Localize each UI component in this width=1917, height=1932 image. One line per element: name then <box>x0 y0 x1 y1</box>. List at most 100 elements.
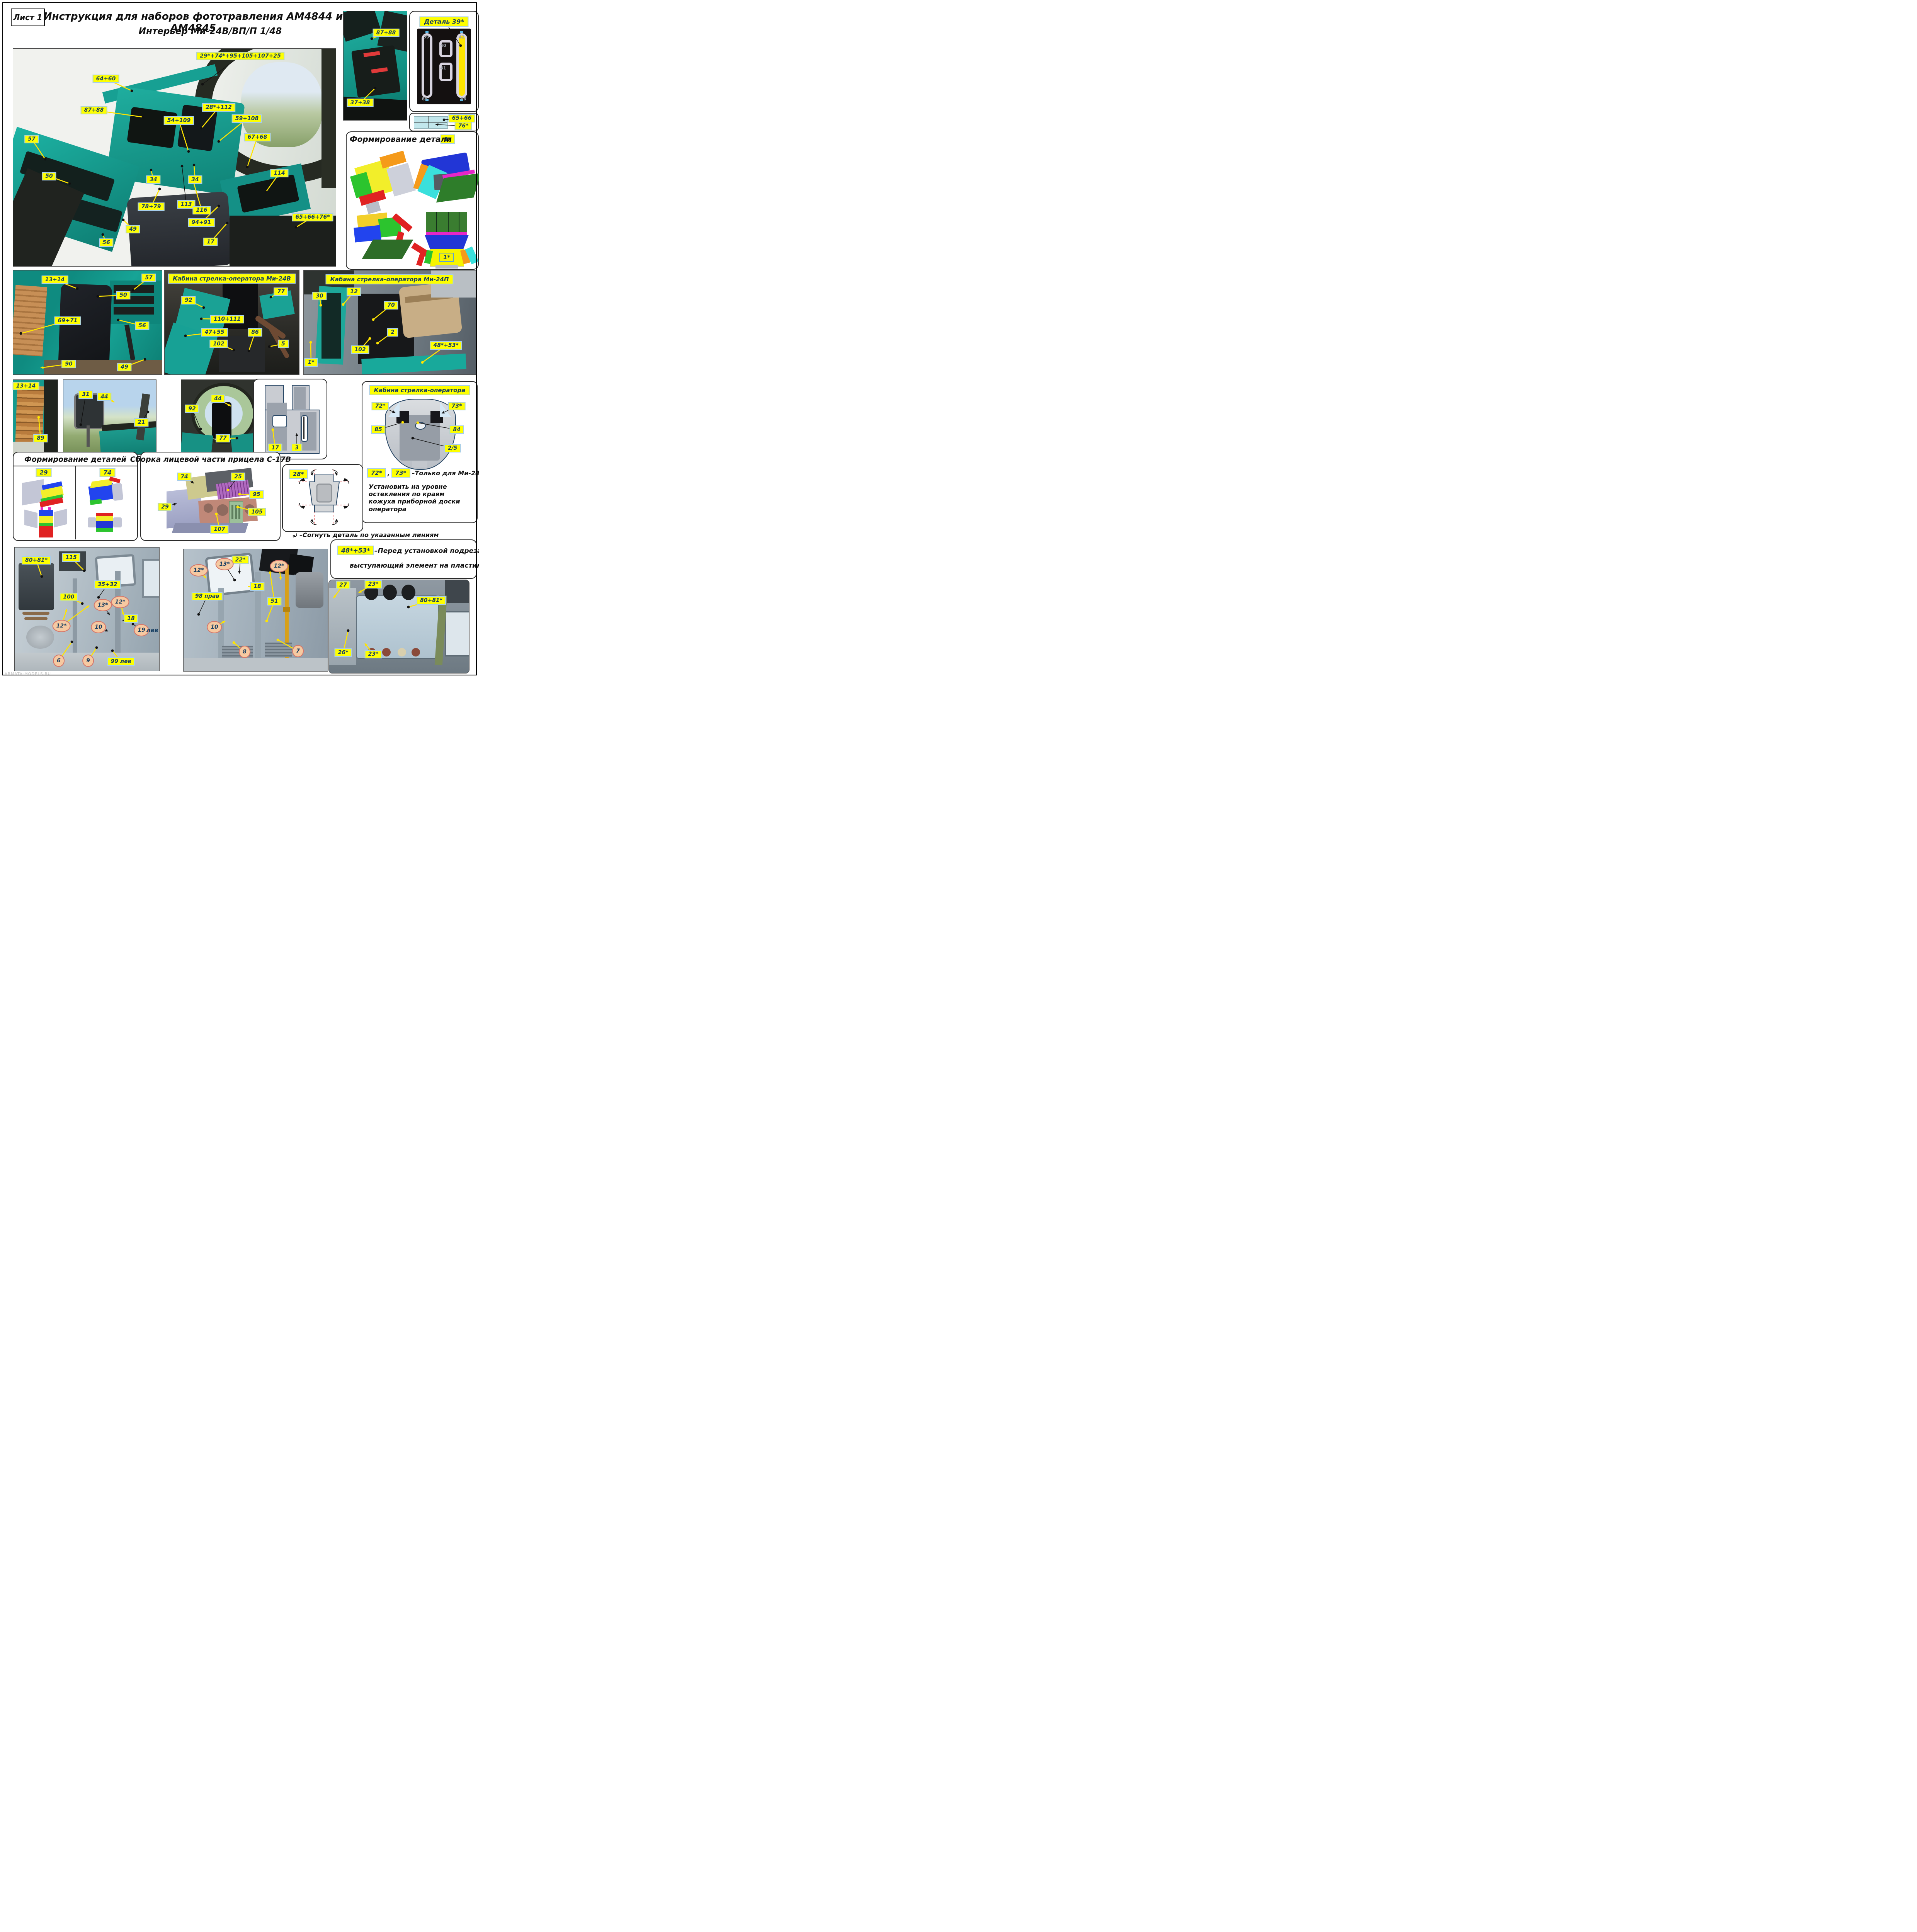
callout-label: 34 <box>188 175 202 184</box>
panel-title-gunner: Кабина стрелка-оператора <box>369 385 470 395</box>
callout-ellipse: 13* <box>215 558 234 570</box>
callout-label: 84 <box>449 425 464 434</box>
decor <box>460 31 463 33</box>
callout-label: 100 <box>60 593 78 601</box>
decor <box>217 504 228 516</box>
callout-label: 25 <box>231 473 245 481</box>
callout-label: 23* <box>364 580 382 588</box>
decor <box>425 235 469 249</box>
decor <box>13 285 48 357</box>
decor <box>19 563 54 610</box>
decor <box>448 212 449 232</box>
callout-label: 23* <box>364 650 382 658</box>
callout-label: 51 <box>267 597 282 605</box>
decor <box>425 31 429 33</box>
decor <box>127 107 178 148</box>
callout-label: 77 <box>216 434 230 442</box>
decor <box>283 607 290 612</box>
callout-ellipse: 7 <box>292 645 304 657</box>
sheet-title-line2: Интерьер Ми-24В/ВП/П 1/48 <box>138 26 282 36</box>
callout-label: 13+14 <box>41 276 68 284</box>
callout-label: 89 <box>33 434 48 442</box>
decor <box>285 565 289 666</box>
decor <box>296 572 323 608</box>
panel-title-detail39: Деталь 39* <box>419 16 469 27</box>
callout-label: 73* <box>448 402 466 410</box>
decor <box>303 417 304 439</box>
decor <box>382 648 391 656</box>
watermark: ARMATA-MODELS.RU <box>5 672 51 676</box>
decor <box>398 648 406 656</box>
decor <box>114 307 154 315</box>
callout-label: 77 <box>274 287 288 296</box>
callout-label: 76* <box>454 122 472 130</box>
callout-label: 59+108 <box>231 114 262 123</box>
panel-forming-parts: Формирование деталей 29 74 <box>13 452 138 541</box>
decor <box>460 99 463 101</box>
decor <box>99 427 156 454</box>
callout-label: 102 <box>351 345 369 354</box>
note-comma: , <box>387 469 390 477</box>
decor <box>383 585 397 600</box>
callout-label: 12 <box>347 287 361 296</box>
decor <box>26 626 54 649</box>
panel-forming-part1: Формирование детали 1* 1* <box>346 131 479 270</box>
callout-label: 56 <box>99 238 114 247</box>
gunner-note: 72* , 73* –Только для Ми-24П <box>367 468 479 478</box>
decor <box>430 249 464 267</box>
callout-label: 95 <box>249 490 264 499</box>
bend-note: ↷ –Согнуть деталь по указанным линиям <box>289 530 439 540</box>
photo-background <box>13 270 162 375</box>
decor <box>424 36 430 96</box>
callout-label: 115 <box>62 553 80 562</box>
part-badge-1: 1* <box>440 134 456 144</box>
panel-cut-note: 48*+53* –Перед установкой подрезать выст… <box>330 539 479 579</box>
callout-label: 31 <box>78 390 93 399</box>
bend-note-text: –Согнуть деталь по указанным линиям <box>299 531 439 539</box>
callout-label: 29*+74*+95+105+107+25 <box>196 52 284 60</box>
decor <box>436 212 437 232</box>
callout-label: 94+91 <box>188 218 215 227</box>
decor <box>362 240 413 259</box>
fret-number: 42 <box>459 34 465 40</box>
decor <box>142 559 159 598</box>
note-only-mi24p: –Только для Ми-24П <box>412 469 479 477</box>
decor <box>344 11 381 42</box>
part-badge-29: 29 <box>36 468 52 477</box>
photo-background <box>14 547 160 671</box>
callout-label: 3 <box>291 444 302 452</box>
callout-ellipse: 8 <box>239 646 250 658</box>
decor <box>445 580 469 603</box>
fret-number: 40 <box>440 43 446 48</box>
note-badge-72: 72* <box>367 468 386 478</box>
callout-label: 5 <box>278 340 289 348</box>
decor <box>184 658 328 671</box>
callout-label: 50 <box>116 291 131 299</box>
callout-label: 74 <box>177 473 192 481</box>
decor <box>439 40 452 57</box>
decor <box>426 232 467 235</box>
panel-title-forming-parts: Формирование деталей <box>24 455 126 464</box>
callout-label: 98 прав <box>191 592 223 600</box>
decor <box>96 521 113 528</box>
decor <box>321 49 336 188</box>
decor <box>439 63 452 81</box>
decor <box>96 528 113 532</box>
sheet-number-box: Лист 1 <box>11 9 45 26</box>
sheet-title-line1: Инструкция для наборов фототравления АМ4… <box>43 11 343 34</box>
decor <box>22 612 49 615</box>
callout-label: 30 <box>312 292 327 300</box>
decor <box>58 283 112 371</box>
callout-label: 87+88 <box>373 29 400 37</box>
callout-label: 48*+53* <box>430 341 462 350</box>
decor <box>96 516 113 521</box>
callout-ellipse: 12* <box>111 596 129 608</box>
callout-label: 17 <box>268 444 282 452</box>
decor <box>272 415 287 427</box>
decor <box>321 293 341 359</box>
callout-ellipse: 12* <box>270 560 288 572</box>
